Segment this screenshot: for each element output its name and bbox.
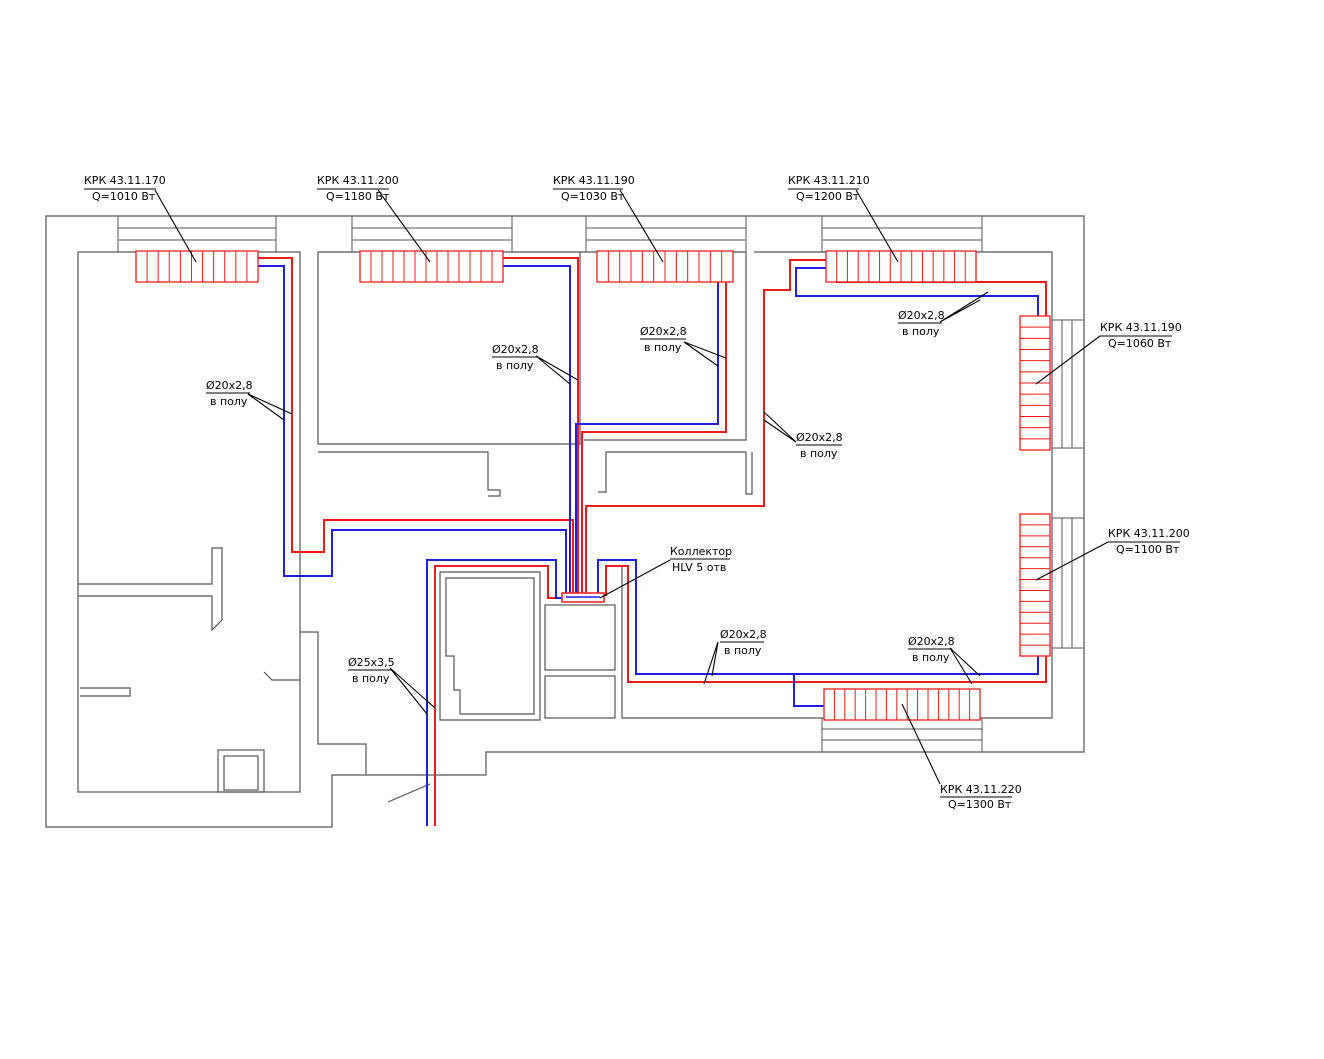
- pipe-p8-size: Ø25х3,5: [348, 656, 395, 669]
- leader-lines: [154, 189, 1109, 785]
- supply-pipe-r2: [503, 257, 579, 598]
- radiator-label-r2: КРК 43.11.200 Q=1180 Вт: [317, 174, 399, 203]
- pipe-p1-note: в полу: [210, 395, 248, 408]
- supply-pipe-r4: [585, 259, 826, 598]
- window-top-4: [821, 215, 983, 253]
- radiator-r1-model: КРК 43.11.170: [84, 174, 166, 187]
- radiator-label-r5: КРК 43.11.190 Q=1060 Вт: [1100, 321, 1182, 350]
- pipe-label-p1: Ø20х2,8 в полу: [206, 379, 253, 408]
- radiator-r1: [135, 250, 259, 283]
- collector-spec: HLV 5 отв: [672, 561, 726, 574]
- radiator-r6-power: Q=1100 Вт: [1116, 543, 1180, 556]
- radiator-label-r1: КРК 43.11.170 Q=1010 Вт: [84, 174, 166, 203]
- radiator-r2: [359, 250, 504, 283]
- pipe-p7-size: Ø20х2,8: [908, 635, 955, 648]
- radiator-label-r3: КРК 43.11.190 Q=1030 Вт: [553, 174, 635, 203]
- pipe-p2-size: Ø20х2,8: [492, 343, 539, 356]
- radiator-r5: [1019, 315, 1051, 451]
- radiator-r5-power: Q=1060 Вт: [1108, 337, 1172, 350]
- window-top-2: [351, 215, 513, 253]
- radiator-r3-model: КРК 43.11.190: [553, 174, 635, 187]
- window-top-3: [585, 215, 747, 253]
- window-top-1: [117, 215, 277, 253]
- supply-pipe-r1: [258, 257, 574, 598]
- pipe-label-p6: Ø20х2,8 в полу: [720, 628, 767, 657]
- pipe-p6-size: Ø20х2,8: [720, 628, 767, 641]
- supply-pipe-south: [605, 565, 1047, 683]
- radiator-label-r6: КРК 43.11.200 Q=1100 Вт: [1108, 527, 1190, 556]
- pipe-label-p3: Ø20х2,8 в полу: [640, 325, 687, 354]
- pipe-p6-note: в полу: [724, 644, 762, 657]
- collector-manifold: [561, 592, 605, 603]
- radiator-r6-model: КРК 43.11.200: [1108, 527, 1190, 540]
- radiator-r4: [825, 250, 977, 283]
- radiator-r4-model: КРК 43.11.210: [788, 174, 870, 187]
- pipe-p4-size: Ø20х2,8: [796, 431, 843, 444]
- radiator-r6: [1019, 513, 1051, 657]
- return-pipe-south: [597, 559, 1039, 675]
- radiator-label-r7: КРК 43.11.220 Q=1300 Вт: [940, 783, 1022, 811]
- pipe-p2-note: в полу: [496, 359, 534, 372]
- collector-label: Коллектор HLV 5 отв: [670, 545, 732, 574]
- window-right-2: [1051, 517, 1085, 649]
- radiator-r4-power: Q=1200 Вт: [796, 190, 860, 203]
- main-supply-riser: [434, 565, 562, 826]
- main-return-riser: [426, 559, 562, 826]
- radiator-r3: [596, 250, 734, 283]
- radiator-r2-model: КРК 43.11.200: [317, 174, 399, 187]
- window-bottom: [821, 717, 983, 753]
- pipe-label-p8: Ø25х3,5 в полу: [348, 656, 395, 685]
- return-pipe-r7: [793, 674, 824, 707]
- return-pipe-r2: [503, 265, 571, 598]
- collector-title: Коллектор: [670, 545, 732, 558]
- pipe-p5-note: в полу: [902, 325, 940, 338]
- pipe-p5-size: Ø20х2,8: [898, 309, 945, 322]
- supply-pipe-r3: [581, 282, 727, 598]
- pipe-label-p2: Ø20х2,8 в полу: [492, 343, 539, 372]
- radiator-r1-power: Q=1010 Вт: [92, 190, 156, 203]
- building-walls: [45, 215, 1085, 828]
- pipe-label-p4: Ø20х2,8 в полу: [796, 431, 843, 460]
- return-pipes: [258, 265, 1039, 826]
- return-pipe-r1: [258, 265, 567, 598]
- radiator-r2-power: Q=1180 Вт: [326, 190, 390, 203]
- pipe-p3-note: в полу: [644, 341, 682, 354]
- radiator-label-r4: КРК 43.11.210 Q=1200 Вт: [788, 174, 870, 203]
- window-right-1: [1051, 319, 1085, 449]
- pipe-p3-size: Ø20х2,8: [640, 325, 687, 338]
- radiator-r3-power: Q=1030 Вт: [561, 190, 625, 203]
- pipe-label-p7: Ø20х2,8 в полу: [908, 635, 955, 664]
- pipe-p8-note: в полу: [352, 672, 390, 685]
- pipe-p7-note: в полу: [912, 651, 950, 664]
- return-pipe-r4: [795, 267, 1039, 316]
- pipe-label-p5: Ø20х2,8 в полу: [898, 309, 945, 338]
- return-pipe-r3: [575, 282, 719, 598]
- pipe-p1-size: Ø20х2,8: [206, 379, 253, 392]
- radiator-r5-model: КРК 43.11.190: [1100, 321, 1182, 334]
- radiator-r7-model: КРК 43.11.220: [940, 783, 1022, 796]
- pipe-p4-note: в полу: [800, 447, 838, 460]
- radiator-r7-power: Q=1300 Вт: [948, 798, 1012, 811]
